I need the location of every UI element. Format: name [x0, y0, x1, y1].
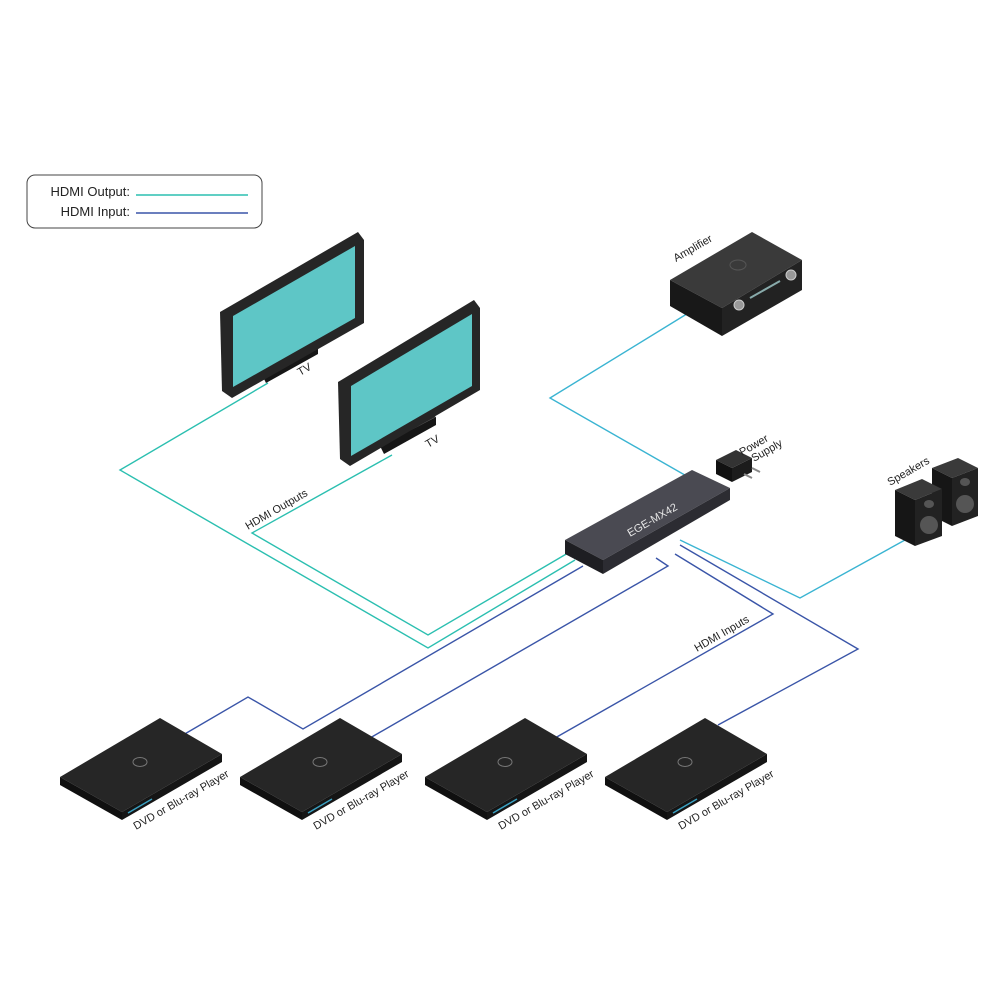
- speaker-left: [895, 479, 942, 546]
- hdmi-output-cable-2: [250, 454, 569, 636]
- tv-1-screen: [233, 246, 355, 387]
- power-supply-prong-2: [743, 473, 753, 479]
- hdmi-input-cables: [182, 544, 860, 739]
- amplifier: Amplifier: [670, 232, 802, 336]
- player-3: DVD or Blu-ray Player: [425, 718, 596, 833]
- tv-2-label: TV: [424, 433, 443, 451]
- hdmi-input-cable-4: [679, 544, 860, 726]
- amplifier-front: [722, 260, 802, 336]
- legend-input-label: HDMI Input:: [61, 204, 130, 219]
- amplifier-volume-knob: [733, 299, 745, 311]
- legend-output-label: HDMI Output:: [51, 184, 130, 199]
- tv-2: TV: [338, 300, 480, 466]
- power-supply: Power Supply: [716, 432, 785, 482]
- audio-cables: [548, 311, 906, 599]
- speaker-right-tweeter: [960, 478, 970, 486]
- speaker-left-woofer: [920, 516, 938, 534]
- hdmi-output-cable-1: [118, 382, 576, 649]
- hdmi-input-cable-3: [554, 553, 775, 739]
- speaker-left-tweeter: [924, 500, 934, 508]
- switch-top: [565, 470, 730, 560]
- power-supply-front: [732, 458, 752, 482]
- hdmi-output-cables: [118, 382, 576, 649]
- amplifier-top-vent: [729, 259, 747, 271]
- tv-2-stand: [380, 417, 436, 454]
- tv-1: TV: [220, 232, 364, 398]
- player-4: DVD or Blu-ray Player: [605, 718, 776, 833]
- matrix-switch: EGE-MX42: [565, 470, 730, 574]
- hdmi-input-cable-2: [369, 557, 670, 739]
- speakers: Speakers: [886, 455, 978, 546]
- amplifier-input-knob: [785, 269, 797, 281]
- amplifier-side: [670, 280, 722, 336]
- amplifier-display: [749, 280, 781, 299]
- power-supply-side: [716, 460, 732, 482]
- hdmi-input-cable-1: [182, 565, 584, 736]
- player-1: DVD or Blu-ray Player: [60, 718, 231, 833]
- amplifier-cable: [548, 311, 691, 479]
- hdmi-outputs-label: HDMI Outputs: [244, 487, 311, 532]
- legend-box: [26, 174, 263, 229]
- legend: HDMI Output: HDMI Input:: [26, 174, 263, 229]
- speaker-right-woofer: [956, 495, 974, 513]
- power-supply-top: [716, 450, 752, 468]
- tv-2-screen: [351, 314, 472, 456]
- switch-front: [603, 488, 730, 574]
- player-2: DVD or Blu-ray Player: [240, 718, 411, 833]
- switch-side: [565, 540, 603, 574]
- speaker-cable: [679, 539, 906, 599]
- power-supply-prong-1: [751, 467, 761, 473]
- hdmi-inputs-label: HDMI Inputs: [693, 613, 752, 654]
